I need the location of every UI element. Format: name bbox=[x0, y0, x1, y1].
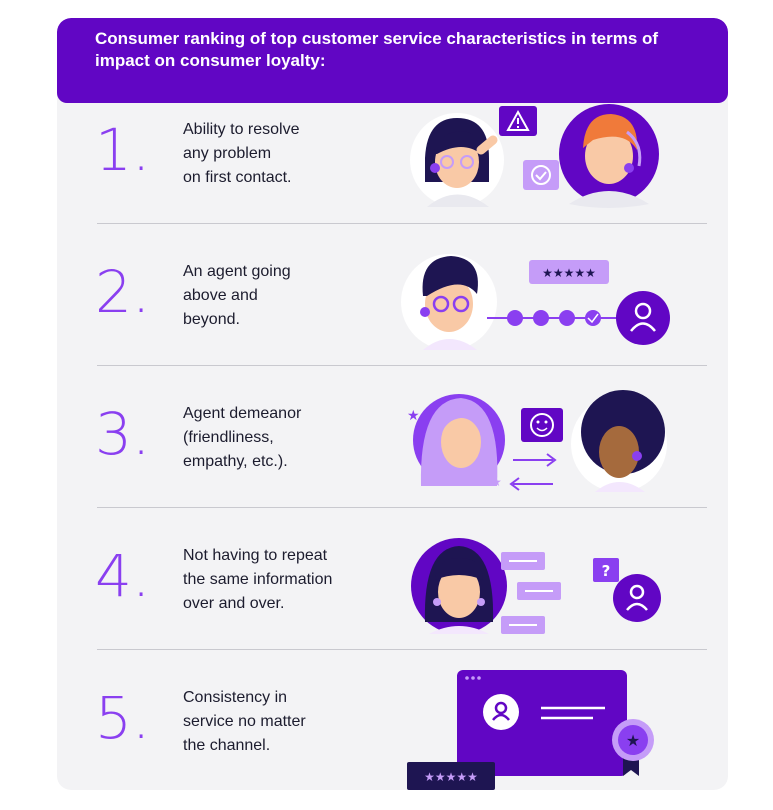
repeat-info-illustration: ? bbox=[411, 538, 661, 634]
female-agent-avatar bbox=[410, 113, 504, 207]
header-title: Consumer ranking of top customer service… bbox=[95, 29, 659, 70]
ranking-item-1: 1. Ability to resolve any problem on fir… bbox=[57, 96, 728, 238]
svg-text:?: ? bbox=[602, 562, 611, 580]
rating-bubble: ★★★★★ bbox=[529, 260, 609, 284]
user-icon bbox=[616, 291, 670, 345]
warning-bubble bbox=[499, 106, 537, 136]
ranking-item-5: 5. Consistency in service no matter the … bbox=[57, 664, 728, 790]
rank-description: Consistency in service no matter the cha… bbox=[183, 689, 306, 754]
row-divider bbox=[97, 365, 707, 366]
rating-card: ★★★★★ bbox=[407, 762, 495, 790]
agent-pair-illustration bbox=[410, 104, 659, 208]
rank-description: An agent going above and beyond. bbox=[183, 263, 291, 328]
header-banner: Consumer ranking of top customer service… bbox=[57, 18, 728, 93]
rank-number: 2. bbox=[95, 258, 151, 326]
rank-number: 1. bbox=[95, 116, 151, 184]
rank-number: 4. bbox=[95, 542, 151, 610]
row-divider bbox=[97, 507, 707, 508]
svg-text:★: ★ bbox=[407, 408, 420, 424]
progress-path bbox=[487, 310, 623, 326]
agent-journey-illustration: ★★★★★ bbox=[401, 254, 670, 350]
rank-description: Ability to resolve any problem on first … bbox=[183, 121, 300, 186]
ranking-item-4: 4. Not having to repeat the same informa… bbox=[57, 522, 728, 664]
question-bubble: ? bbox=[593, 558, 619, 582]
support-user-icon bbox=[613, 574, 661, 622]
svg-text:★: ★ bbox=[626, 731, 640, 750]
rank-description: Not having to repeat the same informatio… bbox=[183, 547, 333, 612]
hijab-agent-avatar: ★ ★ bbox=[407, 394, 505, 489]
row-divider bbox=[97, 649, 707, 650]
ranking-item-2: 2. An agent going above and beyond. ★★★★… bbox=[57, 238, 728, 380]
award-badge: ★ bbox=[612, 719, 654, 776]
rank-number: 3. bbox=[95, 400, 151, 468]
row-divider bbox=[97, 223, 707, 224]
svg-text:★: ★ bbox=[491, 475, 502, 489]
male-agent-avatar bbox=[559, 104, 659, 208]
glasses-agent-avatar bbox=[401, 254, 497, 350]
rank-number: 5. bbox=[95, 684, 151, 752]
consistency-illustration: ★ ★★★★★ bbox=[407, 670, 654, 790]
smiley-bubble bbox=[521, 408, 563, 442]
rank-description: Agent demeanor (friendliness, empathy, e… bbox=[183, 405, 302, 470]
exchange-arrows bbox=[509, 453, 557, 491]
bangs-agent-avatar bbox=[411, 538, 507, 634]
svg-text:★★★★★: ★★★★★ bbox=[542, 266, 596, 280]
message-bubbles bbox=[501, 552, 561, 634]
infographic-card: Consumer ranking of top customer service… bbox=[57, 18, 728, 790]
app-window bbox=[457, 670, 627, 776]
curly-agent-avatar bbox=[571, 390, 667, 492]
ranking-item-3: 3. Agent demeanor (friendliness, empathy… bbox=[57, 380, 728, 522]
svg-text:★★★★★: ★★★★★ bbox=[424, 770, 478, 784]
check-bubble bbox=[523, 160, 559, 190]
empathy-illustration: ★ ★ bbox=[407, 390, 667, 492]
header-notch bbox=[57, 93, 728, 103]
